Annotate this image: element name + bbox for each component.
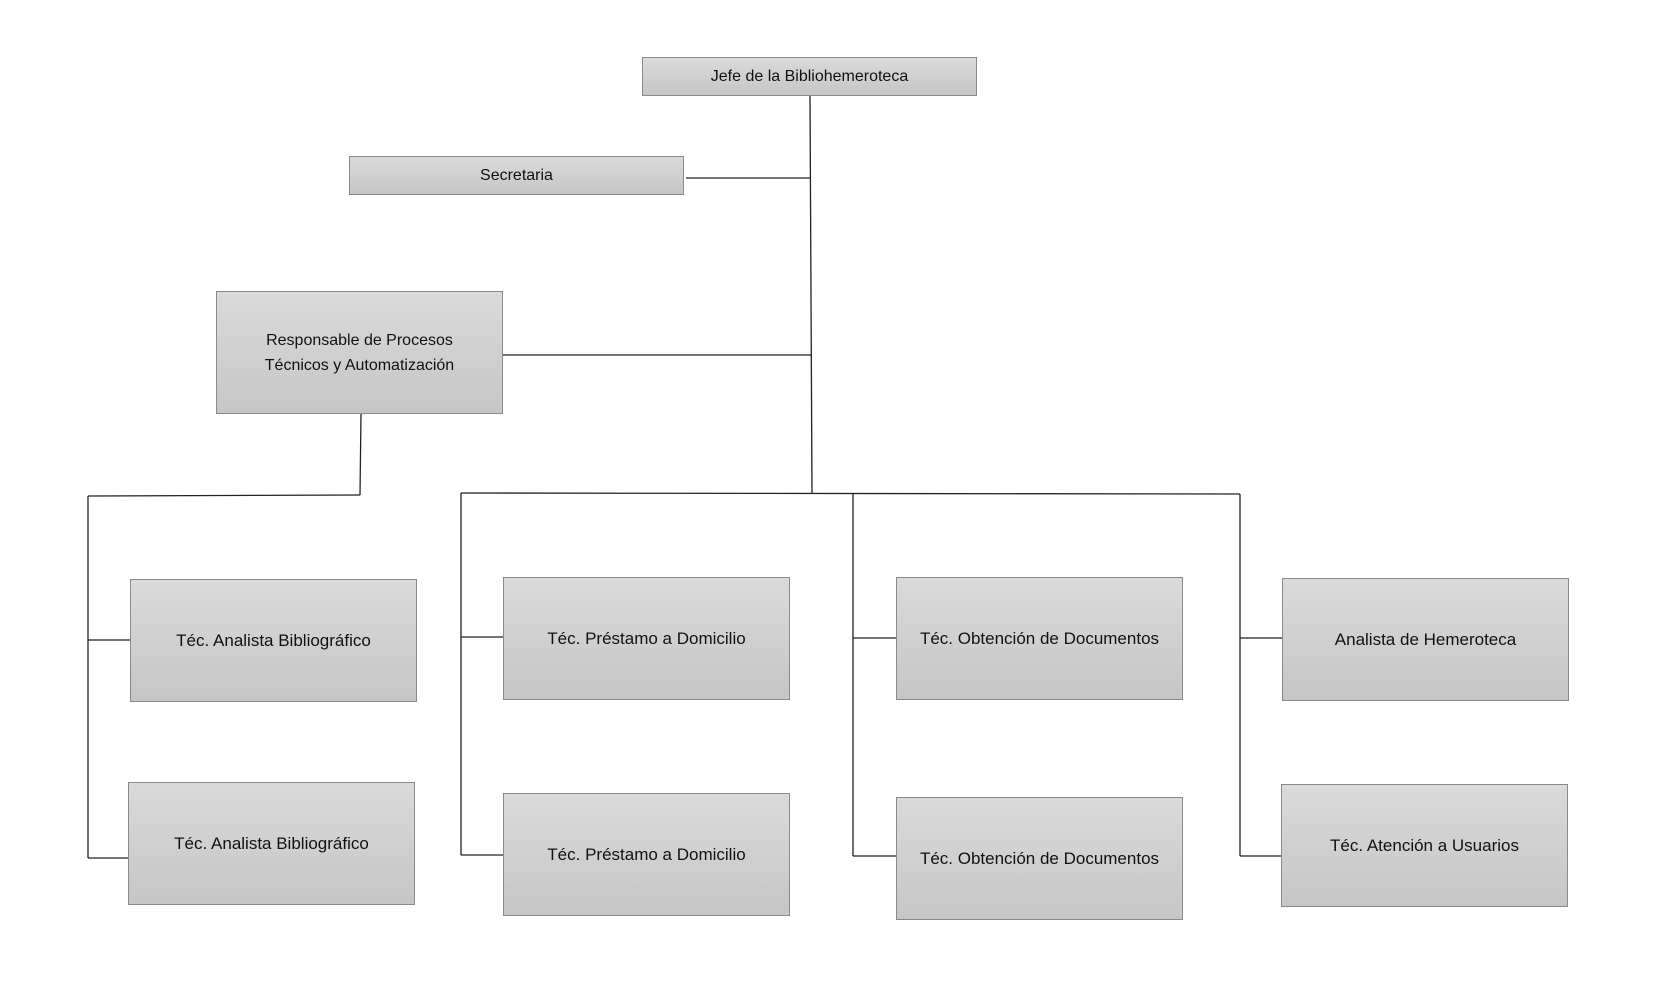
node-loan-1: Téc. Préstamo a Domicilio bbox=[503, 577, 790, 700]
node-head-label: Jefe de la Bibliohemeroteca bbox=[710, 68, 909, 85]
node-analyst-2-label: Téc. Analista Bibliográfico bbox=[174, 834, 369, 853]
connector-head-trunk bbox=[809, 95, 813, 495]
node-processes: Responsable de Procesos Técnicos y Autom… bbox=[216, 291, 503, 414]
node-analyst-1-label: Téc. Analista Bibliográfico bbox=[176, 631, 371, 650]
node-processes-label: Responsable de Procesos Técnicos y Autom… bbox=[264, 331, 455, 374]
node-head: Jefe de la Bibliohemeroteca bbox=[642, 57, 977, 96]
node-docs-1-label: Téc. Obtención de Documentos bbox=[919, 629, 1160, 648]
node-docs-2: Téc. Obtención de Documentos bbox=[896, 797, 1183, 920]
connector-main-bus bbox=[460, 492, 1241, 495]
node-users: Téc. Atención a Usuarios bbox=[1281, 784, 1568, 907]
connector-processes-down bbox=[359, 413, 362, 496]
node-secretary-label: Secretaria bbox=[480, 167, 553, 184]
node-hemeroteca: Analista de Hemeroteca bbox=[1282, 578, 1569, 701]
node-docs-1: Téc. Obtención de Documentos bbox=[896, 577, 1183, 700]
node-hemeroteca-label: Analista de Hemeroteca bbox=[1334, 630, 1517, 649]
node-docs-2-label: Téc. Obtención de Documentos bbox=[919, 849, 1160, 868]
connector-analyst-bus bbox=[87, 494, 361, 497]
node-analyst-1: Téc. Analista Bibliográfico bbox=[130, 579, 417, 702]
node-loan-2-label: Téc. Préstamo a Domicilio bbox=[547, 845, 746, 864]
node-secretary: Secretaria bbox=[349, 156, 684, 195]
node-users-label: Téc. Atención a Usuarios bbox=[1330, 836, 1519, 855]
node-loan-1-label: Téc. Préstamo a Domicilio bbox=[547, 629, 746, 648]
node-loan-2: Téc. Préstamo a Domicilio bbox=[503, 793, 790, 916]
node-analyst-2: Téc. Analista Bibliográfico bbox=[128, 782, 415, 905]
